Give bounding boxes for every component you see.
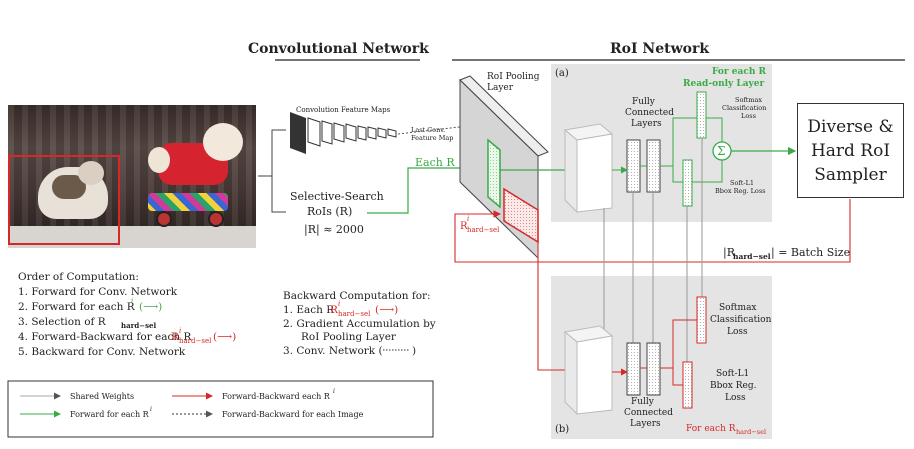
order-item-3: 3. Selection of R bbox=[18, 316, 107, 328]
legend-fb-label: Forward-Backward each R bbox=[222, 392, 331, 401]
softmax-b-label-1: Softmax bbox=[719, 303, 757, 313]
softmax-a-label-1: Softmax bbox=[735, 96, 762, 104]
fc-b-branch bbox=[660, 319, 697, 386]
backward-item-2: 2. Gradient Accumulation by bbox=[283, 318, 436, 330]
smooth-b-label-3: Loss bbox=[725, 393, 746, 403]
smooth-b-label-2: Bbox Reg. bbox=[710, 381, 757, 391]
fc-b-label-3: Layers bbox=[630, 419, 661, 429]
order-item-2-arrow: (⟶) bbox=[139, 301, 162, 313]
order-item-4: 4. Forward-Backward for each R bbox=[18, 331, 193, 343]
conv-feature-maps-label: Convolution Feature Maps bbox=[296, 106, 391, 114]
green-roi-block bbox=[487, 138, 501, 209]
bbox-a-block bbox=[682, 159, 693, 207]
order-item-4-arrow: (⟶) bbox=[213, 331, 236, 343]
fc-a-label-1: Fully bbox=[632, 97, 656, 107]
sampler-feedback bbox=[454, 199, 851, 263]
conv-block-b bbox=[563, 325, 614, 416]
order-item-5: 5. Backward for Conv. Network bbox=[18, 346, 186, 358]
backward-item-3: 3. Conv. Network ( bbox=[283, 345, 383, 357]
backward-item-1-r: R bbox=[330, 304, 339, 316]
softmax-b-label-3: Loss bbox=[727, 327, 748, 337]
legend-fwd-label: Forward for each R bbox=[70, 410, 150, 419]
panel-a-label: (a) bbox=[555, 68, 569, 79]
order-item-1: 1. Forward for Conv. Network bbox=[18, 286, 178, 298]
for-each-r-label: For each R bbox=[712, 67, 766, 77]
softmax-a-block bbox=[696, 91, 707, 139]
rhardsel-sub: hard−sel bbox=[467, 226, 500, 234]
sampler-line-2: Hard RoI bbox=[810, 140, 891, 161]
backward-item-1-sup: i bbox=[338, 300, 340, 308]
rhardsel-sup: i bbox=[467, 215, 469, 223]
backward-item-1: 1. Each R bbox=[283, 304, 335, 316]
r-count-label: |R| ≈ 2000 bbox=[304, 223, 364, 237]
order-item-3-sub: hard−sel bbox=[121, 321, 156, 330]
fc-a-label-3: Layers bbox=[631, 119, 662, 129]
fc-b-layer-2 bbox=[646, 342, 661, 396]
for-each-rhs-label: For each R bbox=[686, 424, 736, 434]
smooth-a-label-1: Soft-L1 bbox=[730, 179, 754, 187]
backward-title: Backward Computation for: bbox=[283, 290, 431, 302]
order-item-4-sub: hard−sel bbox=[179, 337, 212, 345]
for-each-rhs-sub: hard−sel bbox=[736, 428, 766, 436]
backward-item-3-close: ) bbox=[412, 345, 416, 357]
order-item-2-sup: i bbox=[131, 297, 133, 305]
fc-b-layer-1 bbox=[626, 342, 641, 396]
order-item-2: 2. Forward for each R bbox=[18, 301, 136, 313]
selective-search-label: Selective-Search bbox=[290, 190, 384, 203]
sampler-line-1: Diverse & bbox=[807, 116, 894, 137]
roi-pool-label-1: RoI Pooling bbox=[487, 72, 540, 82]
last-conv-label-1: Last Conv. bbox=[411, 126, 445, 134]
bbox-b-block bbox=[682, 361, 693, 409]
softmax-b-label-2: Classification bbox=[710, 315, 772, 325]
conv-feature-maps bbox=[290, 112, 397, 154]
last-conv-label-2: Feature Map bbox=[411, 134, 453, 142]
smooth-b-label-1: Soft-L1 bbox=[716, 369, 749, 379]
photo-to-conv-bracket bbox=[258, 129, 286, 213]
legend-box bbox=[7, 380, 434, 438]
fc-a-label-2: Connected bbox=[625, 108, 674, 118]
conv-network-title: Convolutional Network bbox=[248, 41, 429, 57]
backward-item-1-arrow: (⟶) bbox=[375, 304, 398, 316]
conv-block-a bbox=[563, 123, 614, 214]
fc-b-label-1: Fully bbox=[631, 397, 655, 407]
roi-pool-label-2: Layer bbox=[487, 83, 514, 93]
batch-size-label: |R bbox=[723, 246, 736, 260]
fc-a-layer-1 bbox=[626, 139, 641, 193]
softmax-to-sum bbox=[706, 117, 723, 142]
order-item-4-r: R bbox=[171, 331, 180, 343]
smooth-a-label-2: Bbox Reg. Loss bbox=[715, 187, 766, 195]
read-only-layer-label: Read-only Layer bbox=[683, 79, 765, 89]
softmax-a-label-3: Loss bbox=[741, 112, 756, 120]
legend-img-label: Forward-Backward for each Image bbox=[222, 410, 364, 419]
each-ri-label: Each R bbox=[415, 156, 455, 169]
selective-to-roi-arrow bbox=[367, 163, 482, 214]
order-item-4-sup: i bbox=[179, 327, 181, 335]
roi-network-title: RoI Network bbox=[610, 41, 709, 57]
order-title: Order of Computation: bbox=[18, 271, 139, 283]
diverse-hard-roi-sampler: Diverse & Hard RoI Sampler bbox=[797, 103, 904, 198]
sampler-line-3: Sampler bbox=[814, 164, 887, 185]
batch-size-rest: | = Batch Size bbox=[771, 246, 850, 260]
backward-item-1-sub: hard−sel bbox=[338, 310, 371, 318]
batch-size-sub: hard−sel bbox=[733, 252, 771, 261]
legend-fb-sup: i bbox=[333, 388, 335, 395]
fc-b-label-2: Connected bbox=[624, 408, 673, 418]
sum-symbol: Σ bbox=[717, 144, 725, 158]
legend-fwd-sup: i bbox=[150, 406, 152, 413]
fc-a-layer-2 bbox=[646, 139, 661, 193]
rois-label: RoIs (R) bbox=[307, 205, 352, 218]
fc-a-branch bbox=[660, 117, 697, 183]
softmax-a-label-2: Classification bbox=[722, 104, 766, 112]
legend-shared-label: Shared Weights bbox=[70, 392, 134, 401]
rhardsel-label: R bbox=[460, 221, 468, 232]
panel-b-label: (b) bbox=[555, 424, 569, 435]
backward-item-2b: RoI Pooling Layer bbox=[301, 331, 397, 343]
softmax-b-block bbox=[696, 296, 707, 344]
